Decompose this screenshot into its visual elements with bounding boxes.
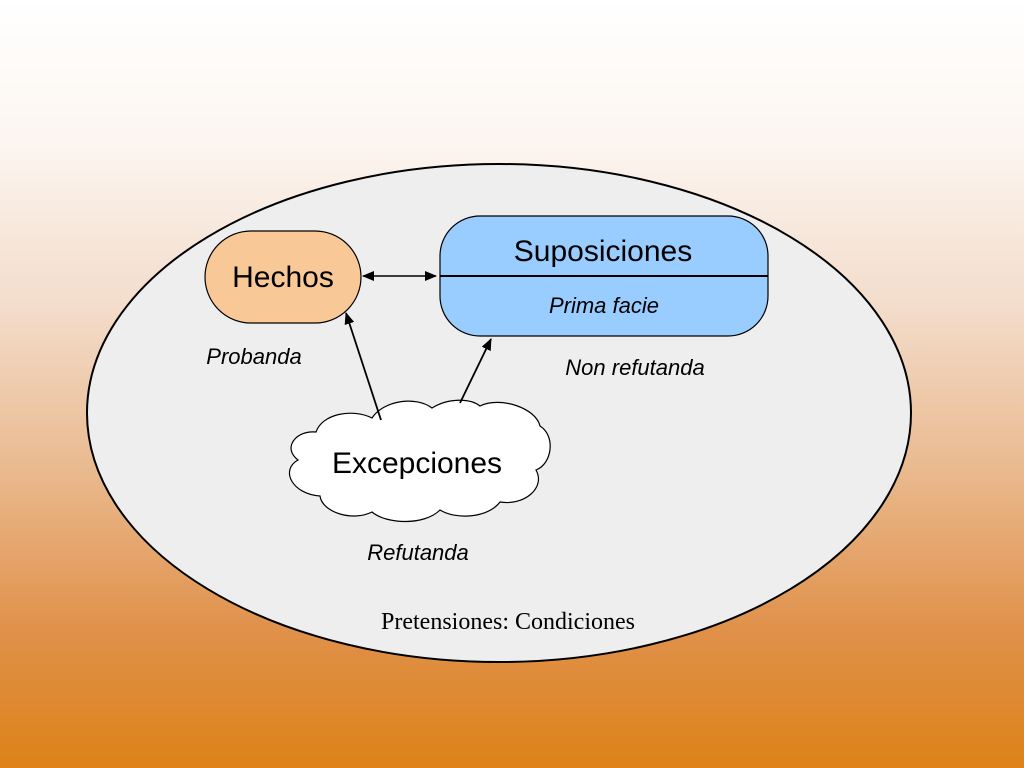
excepciones-node: Excepciones bbox=[288, 399, 551, 522]
hechos-box bbox=[204, 230, 362, 324]
hechos-node: Hechos bbox=[204, 230, 362, 324]
container-label: Pretensiones: Condiciones bbox=[381, 609, 635, 635]
probanda-label: Probanda bbox=[206, 344, 301, 369]
edge-excepciones-suposiciones bbox=[459, 338, 492, 404]
hechos-label: Hechos bbox=[232, 261, 334, 294]
non-refutanda-label: Non refutanda bbox=[565, 355, 704, 380]
edge-excepciones-hechos bbox=[344, 312, 382, 421]
refutanda-label: Refutanda bbox=[367, 540, 469, 565]
suposiciones-label: Suposiciones bbox=[514, 235, 692, 268]
excepciones-cloud bbox=[288, 399, 551, 522]
prima-facie-label: Prima facie bbox=[549, 293, 659, 318]
suposiciones-node: Suposiciones Prima facie bbox=[439, 215, 769, 337]
excepciones-label: Excepciones bbox=[332, 447, 502, 480]
